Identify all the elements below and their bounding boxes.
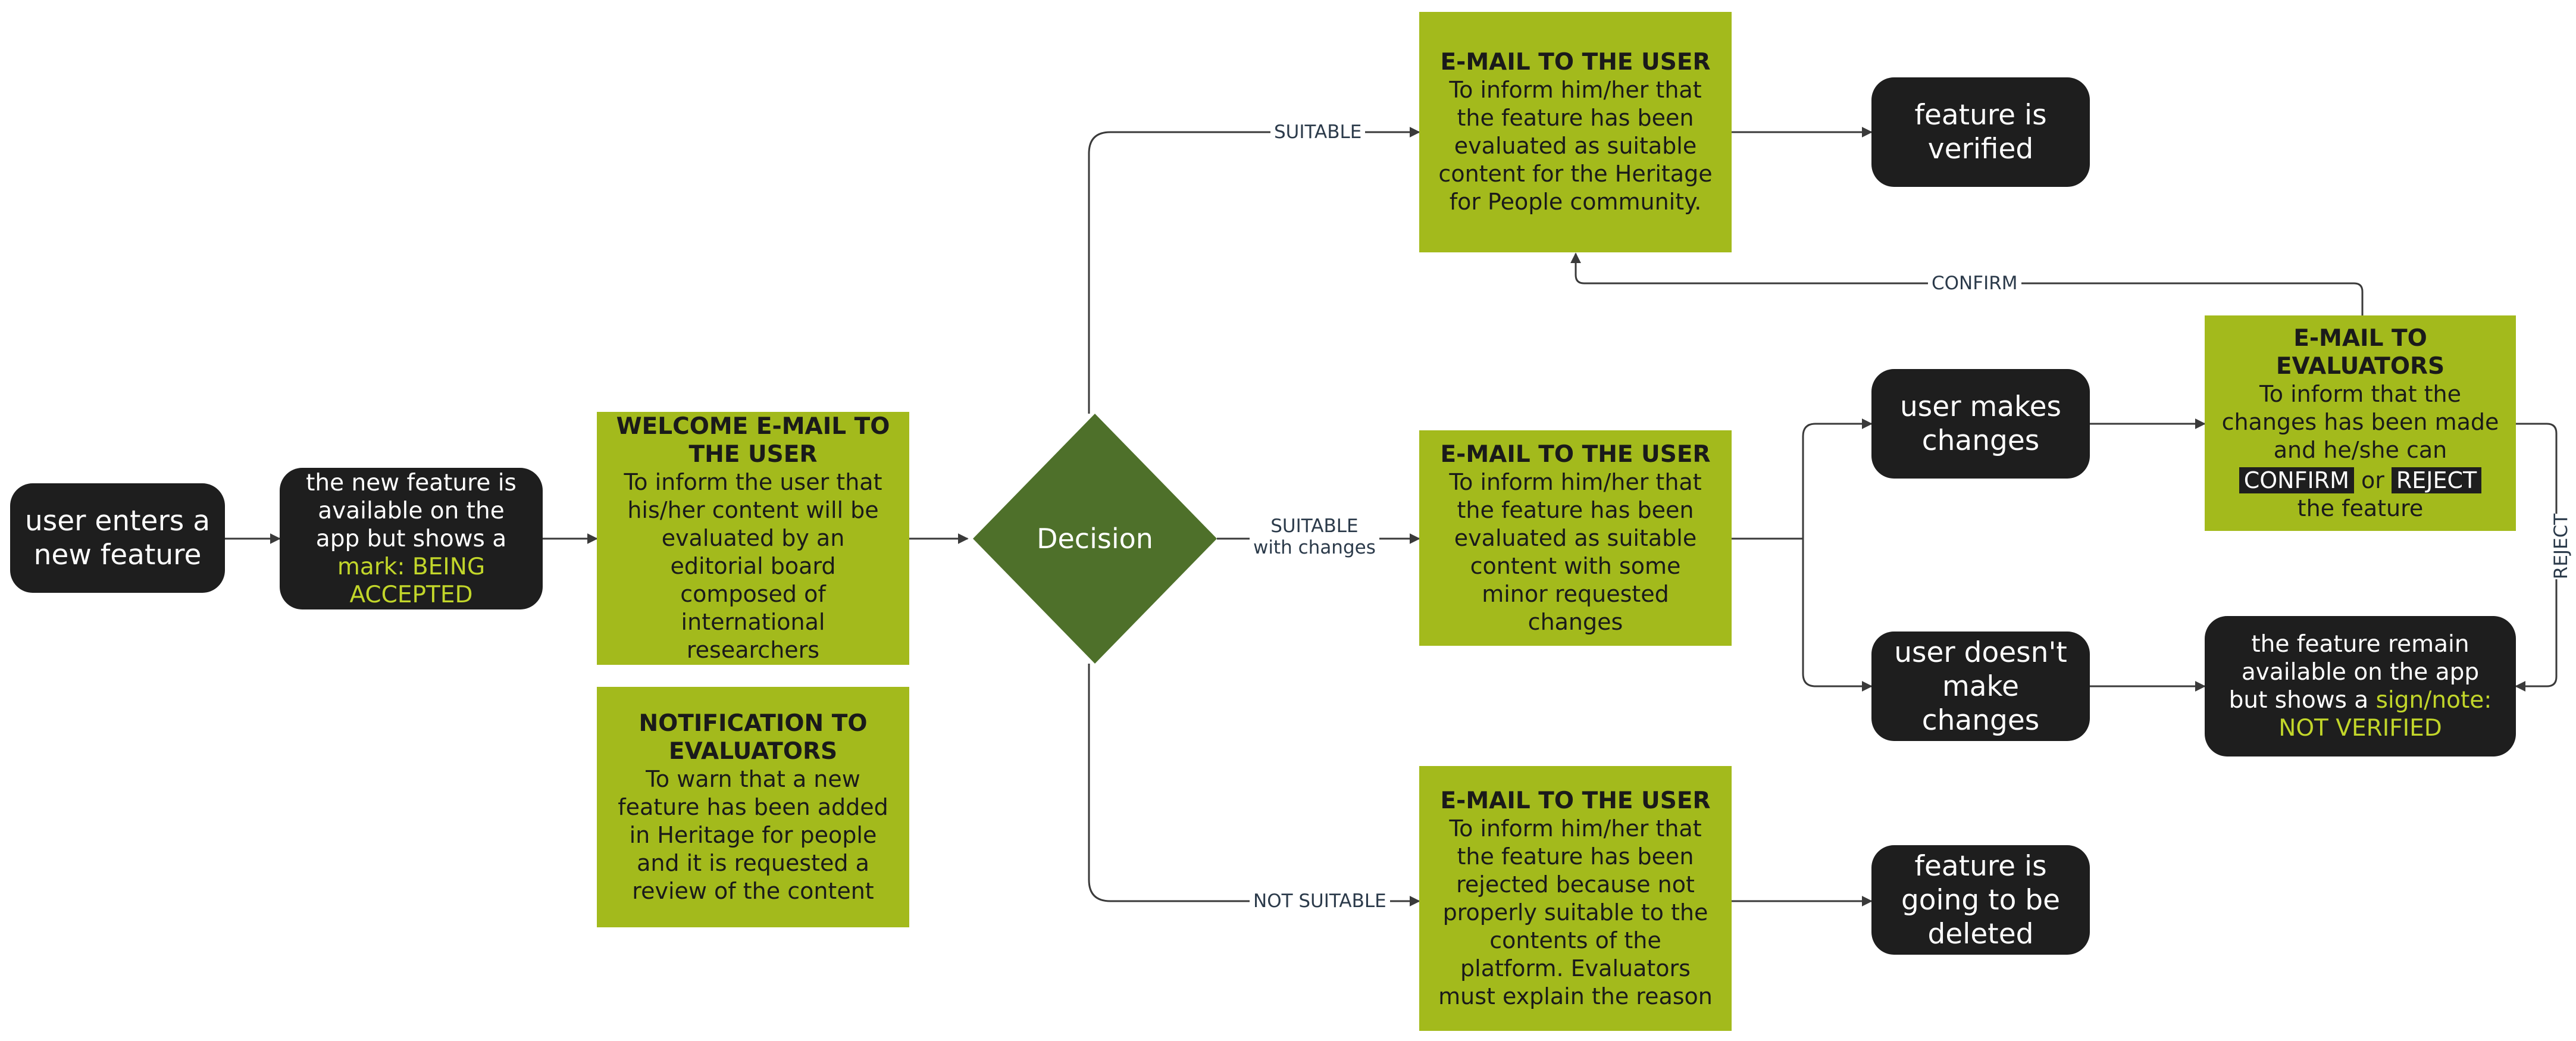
edge-label-suitable-changes-line2: with changes — [1253, 537, 1376, 558]
welcome-email-node: WELCOME E-MAIL TO THE USER To inform the… — [597, 412, 909, 665]
edge-decision-suitable — [1088, 127, 1420, 414]
deleted-node: feature is going to be deleted — [1871, 845, 2090, 955]
makes-changes-node: user makes changes — [1871, 369, 2090, 479]
email-suitable-body: To inform him/her that the feature has b… — [1438, 77, 1713, 215]
notification-body: To warn that a new feature has been adde… — [618, 765, 888, 904]
start-node-text: user enters a new feature — [24, 505, 211, 571]
email-rejected-node: E-MAIL TO THE USER To inform him/her tha… — [1419, 766, 1732, 1031]
verified-node-text: feature is verified — [1914, 99, 2047, 165]
being-accepted-mark: mark: BEING ACCEPTED — [337, 553, 486, 608]
email-evaluators-body: To inform that the changes has been made… — [2221, 380, 2499, 463]
available-node-text: the new feature is available on the app … — [306, 469, 517, 552]
not-verified-node: the feature remain available on the app … — [2205, 616, 2516, 756]
edge-label-not-suitable: NOT SUITABLE — [1250, 890, 1390, 912]
makes-changes-text: user makes changes — [1900, 390, 2061, 457]
notification-node: NOTIFICATION TO EVALUATORS To warn that … — [597, 687, 909, 927]
confirm-tag: CONFIRM — [2239, 467, 2354, 493]
email-rejected-body: To inform him/her that the feature has b… — [1438, 815, 1713, 1009]
email-changes-body: To inform him/her that the feature has b… — [1449, 468, 1702, 635]
email-rejected-title: E-MAIL TO THE USER — [1440, 787, 1711, 814]
edge-to-no-changes — [1802, 539, 1873, 692]
start-node: user enters a new feature — [10, 483, 225, 593]
decision-label: Decision — [1037, 523, 1153, 555]
notification-title: NOTIFICATION TO EVALUATORS — [638, 709, 868, 765]
welcome-email-title: WELCOME E-MAIL TO THE USER — [616, 413, 890, 468]
welcome-email-body: To inform the user that his/her content … — [624, 469, 882, 663]
edge-label-confirm: CONFIRM — [1928, 273, 2021, 294]
email-changes-title: E-MAIL TO THE USER — [1440, 440, 1711, 468]
edge-label-suitable: SUITABLE — [1270, 121, 1366, 143]
email-evaluators-node: E-MAIL TO EVALUATORS To inform that the … — [2205, 315, 2516, 531]
edge-label-suitable-changes: SUITABLE with changes — [1250, 515, 1379, 558]
not-verified-mark: sign/note: NOT VERIFIED — [2278, 687, 2492, 742]
edge-label-reject: REJECT — [2550, 513, 2572, 580]
decision-diamond-shape — [973, 414, 1217, 664]
edge-to-makes-changes — [1802, 418, 1873, 539]
no-changes-text: user doesn't make changes — [1894, 636, 2067, 737]
available-node: the new feature is available on the app … — [280, 468, 543, 609]
email-evaluators-tail: the feature — [2297, 495, 2424, 521]
email-changes-node: E-MAIL TO THE USER To inform him/her tha… — [1419, 430, 1732, 646]
edge-label-suitable-changes-line1: SUITABLE — [1270, 515, 1359, 537]
no-changes-node: user doesn't make changes — [1871, 632, 2090, 741]
email-suitable-node: E-MAIL TO THE USER To inform him/her tha… — [1419, 12, 1732, 252]
email-evaluators-title: E-MAIL TO EVALUATORS — [2275, 324, 2445, 380]
edge-decision-not-suitable — [1088, 664, 1420, 906]
or-text: or — [2353, 467, 2392, 493]
not-verified-text: the feature remain available on the app … — [2228, 631, 2480, 714]
reject-tag: REJECT — [2391, 467, 2482, 493]
deleted-node-text: feature is going to be deleted — [1901, 849, 2061, 951]
verified-node: feature is verified — [1871, 77, 2090, 187]
email-suitable-title: E-MAIL TO THE USER — [1440, 49, 1711, 76]
decision-node: Decision — [973, 414, 1217, 664]
